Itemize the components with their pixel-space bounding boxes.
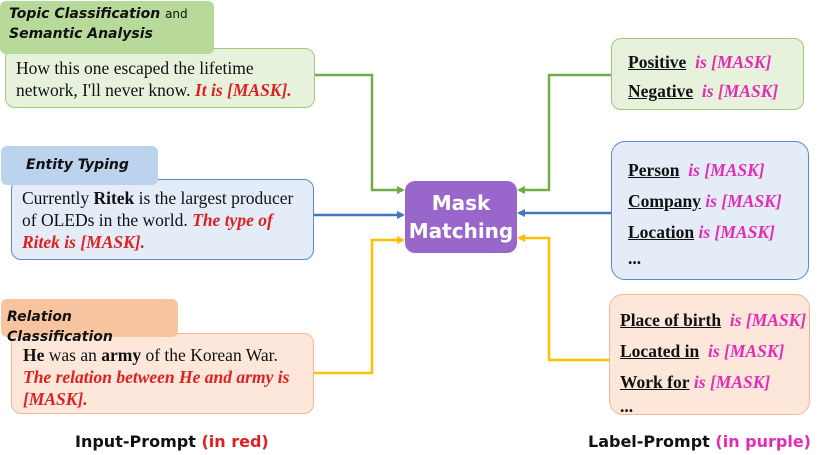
topic-tag-title1: Topic Classification (9, 6, 161, 22)
entity-tag-title: Entity Typing (26, 157, 129, 173)
label-word-person: Person (628, 160, 680, 180)
label-prompt-caption-note: (in purple) (715, 432, 811, 451)
relation-label-box: Place of birth is [MASK] Located in is [… (609, 294, 810, 415)
input-prompt-caption: Input-Prompt (in red) (75, 432, 269, 451)
topic-tag-and: and (165, 7, 188, 21)
label-prompt-caption: Label-Prompt (in purple) (588, 432, 811, 451)
arrow-relation-to-mask (314, 236, 405, 375)
label-prompt-caption-text: Label-Prompt (588, 432, 710, 451)
label-word-located-in: Located in (620, 341, 700, 361)
entity-text-pre: Currently (22, 188, 94, 208)
relation-text-post: of the Korean War. (141, 345, 278, 365)
label-prompt-located-in: is [MASK] (708, 341, 785, 361)
entity-text-plain: of OLEDs in the world. (22, 210, 193, 230)
entity-text-box: Currently Ritek is the largest producer … (11, 179, 314, 260)
relation-text-bold1: He (23, 345, 45, 365)
label-prompt-place-of-birth: is [MASK] (729, 310, 807, 330)
topic-text-line2: network, I'll never know. It is [MASK]. (16, 79, 314, 101)
topic-text-plain: network, I'll never know. (16, 80, 195, 100)
label-word-negative: Negative (628, 81, 694, 101)
topic-tag: Topic Classification and Semantic Analys… (0, 1, 214, 54)
entity-text-line1: Currently Ritek is the largest producer (22, 187, 313, 209)
label-prompt-company: is [MASK] (705, 191, 782, 211)
relation-text-mid: was an (44, 345, 102, 365)
label-person: Person is [MASK] (628, 155, 808, 186)
relation-input-prompt-b: [MASK]. (23, 389, 88, 409)
sentiment-label-box: Positive is [MASK] Negative is [MASK] (611, 38, 804, 110)
relation-tag-title: Relation Classification (7, 309, 113, 345)
relation-input-prompt-a: The relation between He and army is (23, 367, 290, 387)
arrow-relationlabels-to-mask (517, 234, 609, 362)
mask-matching-node: Mask Matching (405, 181, 517, 253)
topic-tag-line1: Topic Classification and (9, 4, 214, 24)
label-prompt-person: is [MASK] (688, 160, 765, 180)
topic-input-prompt: It is [MASK]. (194, 80, 292, 100)
topic-tag-title2: Semantic Analysis (9, 26, 153, 42)
label-word-location: Location (628, 222, 695, 242)
entity-text-bold: Ritek (93, 188, 135, 208)
label-word-place-of-birth: Place of birth (620, 310, 722, 330)
label-word-work-for: Work for (620, 372, 690, 392)
entity-text-line2: of OLEDs in the world. The type of (22, 209, 313, 231)
label-prompt-work-for: is [MASK] (693, 372, 771, 392)
input-prompt-caption-text: Input-Prompt (75, 432, 196, 451)
label-work-for: Work for is [MASK] (620, 367, 809, 398)
relation-text-box: He was an army of the Korean War. The re… (11, 333, 314, 414)
arrow-topic-to-mask (314, 73, 405, 194)
entity-label-ellipsis: ... (628, 248, 642, 268)
entity-text-post: is the largest producer (134, 188, 294, 208)
entity-input-prompt-a: The type of (192, 210, 273, 230)
label-positive: Positive is [MASK] (628, 48, 803, 77)
topic-text-box: How this one escaped the lifetime networ… (5, 48, 315, 108)
relation-tag: Relation Classification (1, 299, 178, 345)
entity-label-box: Person is [MASK] Company is [MASK] Locat… (611, 141, 809, 280)
topic-text-line1: How this one escaped the lifetime (16, 58, 254, 78)
relation-label-ellipsis: ... (620, 396, 634, 416)
entity-input-prompt-b: Ritek is [MASK]. (22, 232, 146, 252)
label-word-positive: Positive (628, 52, 687, 72)
arrow-sentiment-to-mask (517, 73, 611, 194)
mask-matching-line2: Matching (408, 219, 514, 243)
label-location: Location is [MASK] (628, 217, 808, 248)
label-located-in: Located in is [MASK] (620, 336, 809, 367)
mask-matching-line1: Mask (431, 191, 491, 215)
label-prompt-positive: is [MASK] (695, 52, 772, 72)
label-prompt-location: is [MASK] (698, 222, 775, 242)
relation-text-bold2: army (101, 345, 142, 365)
label-word-company: Company (628, 191, 701, 211)
label-place-of-birth: Place of birth is [MASK] (620, 305, 809, 336)
label-company: Company is [MASK] (628, 186, 808, 217)
entity-tag: Entity Typing (1, 146, 158, 185)
label-prompt-negative: is [MASK] (701, 81, 779, 101)
relation-text-line1: He was an army of the Korean War. (23, 344, 313, 366)
input-prompt-caption-note: (in red) (201, 432, 269, 451)
label-negative: Negative is [MASK] (628, 77, 803, 106)
